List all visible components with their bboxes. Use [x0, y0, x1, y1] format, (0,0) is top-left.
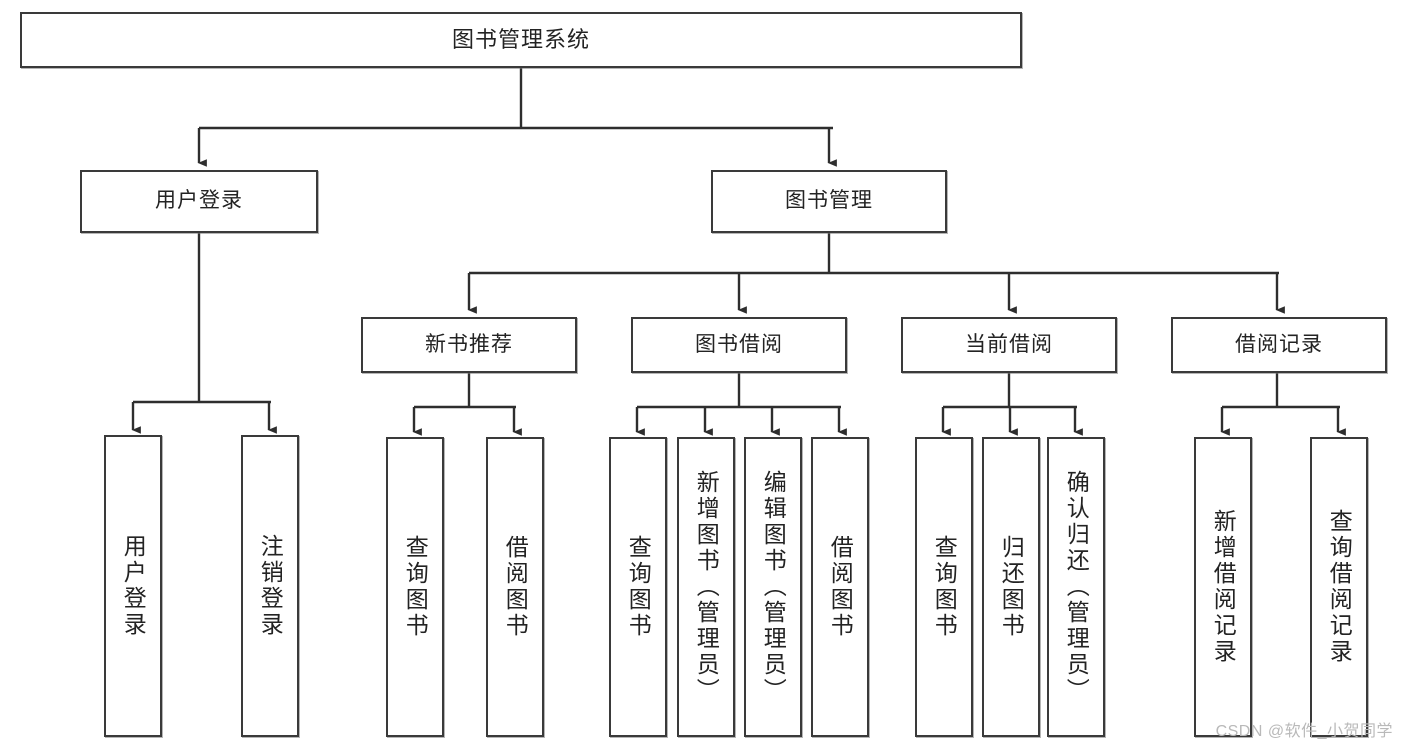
node-user-login[interactable]: 用户登录: [80, 170, 318, 233]
node-label: 借阅图书: [827, 535, 854, 639]
leaf-new-book-query[interactable]: 查询图书: [386, 437, 444, 737]
node-current-borrow[interactable]: 当前借阅: [901, 317, 1117, 373]
node-book-management-system[interactable]: 图书管理系统: [20, 12, 1022, 68]
node-label: 当前借阅: [965, 332, 1053, 356]
leaf-borrow-record-add[interactable]: 新增借阅记录: [1194, 437, 1252, 737]
leaf-new-book-borrow[interactable]: 借阅图书: [486, 437, 544, 737]
node-book-management[interactable]: 图书管理: [711, 170, 947, 233]
node-book-borrow[interactable]: 图书借阅: [631, 317, 847, 373]
leaf-borrow-record-query[interactable]: 查询借阅记录: [1310, 437, 1368, 737]
node-label: 查询图书: [402, 535, 429, 639]
leaf-current-borrow-confirm-return[interactable]: 确认归还（管理员）: [1047, 437, 1105, 737]
leaf-book-borrow-query[interactable]: 查询图书: [609, 437, 667, 737]
csdn-watermark: CSDN @软件_小贺同学: [1215, 723, 1393, 740]
leaf-user-login-logout[interactable]: 注销登录: [241, 435, 299, 737]
node-label: 图书借阅: [695, 332, 783, 356]
node-label: 查询借阅记录: [1326, 509, 1353, 665]
node-label: 图书管理系统: [451, 27, 590, 53]
node-label: 注销登录: [257, 534, 284, 638]
leaf-book-borrow-add[interactable]: 新增图书（管理员）: [677, 437, 735, 737]
node-label: 新增图书（管理员）: [693, 470, 720, 704]
node-label: 查询图书: [931, 535, 958, 639]
node-label: 用户登录: [120, 534, 147, 638]
node-label: 归还图书: [998, 535, 1025, 639]
node-label: 编辑图书（管理员）: [760, 470, 787, 704]
node-label: 用户登录: [155, 189, 243, 213]
node-label: 借阅图书: [502, 535, 529, 639]
leaf-book-borrow-edit[interactable]: 编辑图书（管理员）: [744, 437, 802, 737]
leaf-book-borrow-borrow[interactable]: 借阅图书: [811, 437, 869, 737]
node-borrow-record[interactable]: 借阅记录: [1171, 317, 1387, 373]
leaf-current-borrow-query[interactable]: 查询图书: [915, 437, 973, 737]
node-label: 图书管理: [785, 189, 873, 213]
node-label: 查询图书: [625, 535, 652, 639]
leaf-user-login-login[interactable]: 用户登录: [104, 435, 162, 737]
node-label: 新增借阅记录: [1210, 509, 1237, 665]
node-label: 新书推荐: [425, 332, 513, 356]
node-label: 借阅记录: [1235, 332, 1323, 356]
leaf-current-borrow-return[interactable]: 归还图书: [982, 437, 1040, 737]
node-label: 确认归还（管理员）: [1063, 470, 1090, 704]
node-new-book-recommend[interactable]: 新书推荐: [361, 317, 577, 373]
